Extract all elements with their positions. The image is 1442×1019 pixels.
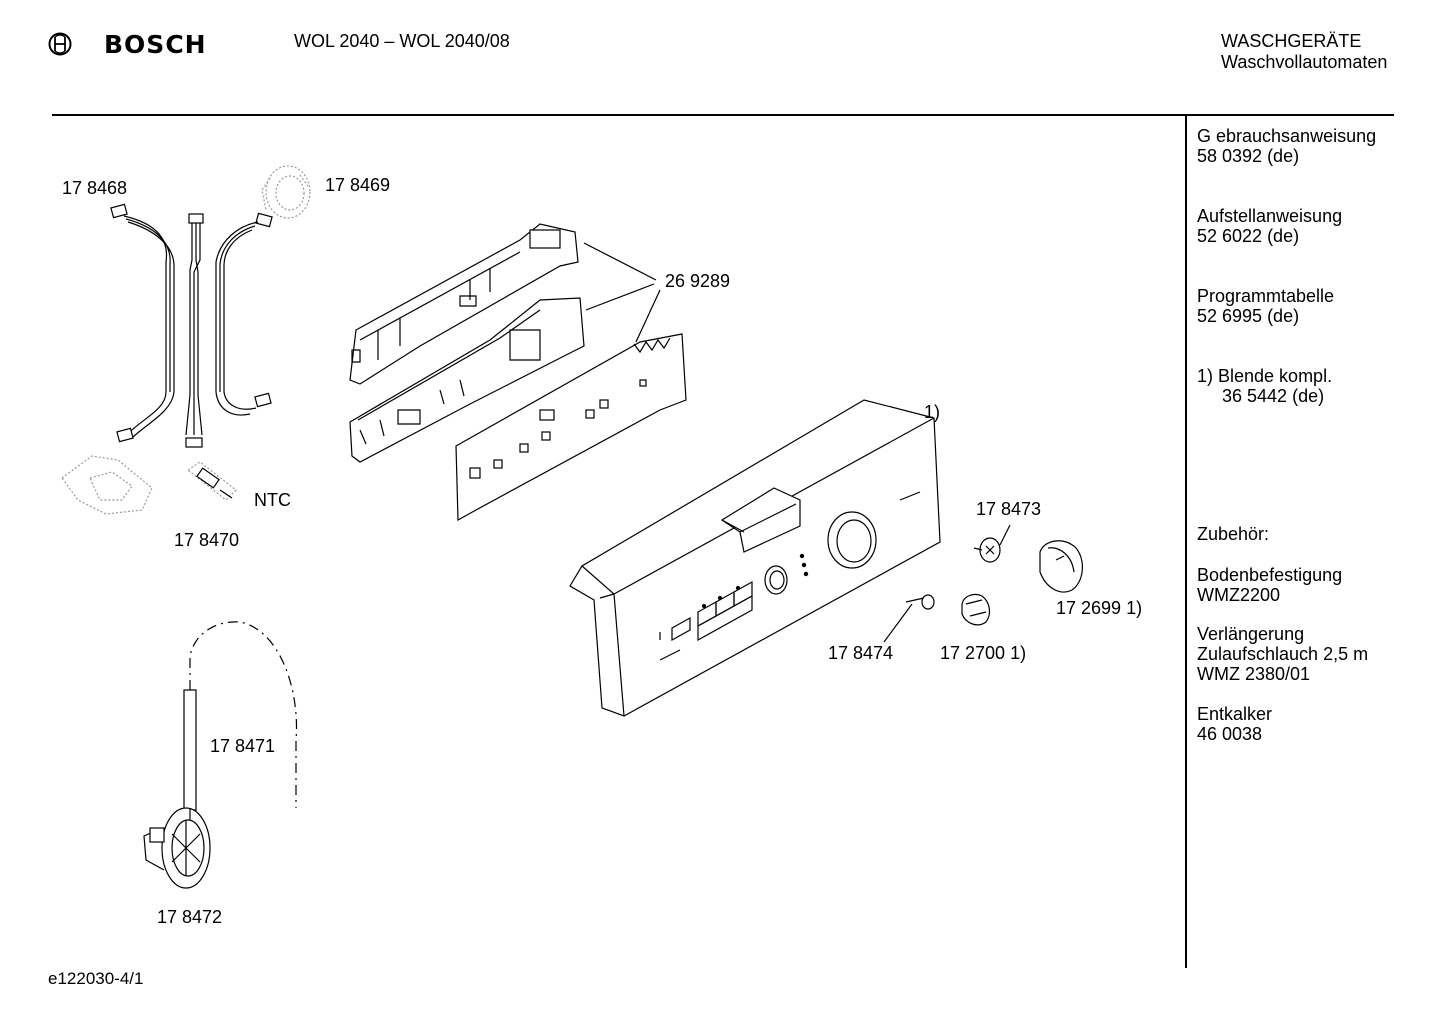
doc-title: 1) Blende kompl. [1197,366,1333,386]
knob-172700 [961,593,991,626]
category-line-1: WASCHGERÄTE [1221,31,1362,51]
doc-installation: Aufstellanweisung 52 6022 (de) [1197,206,1342,246]
accessory-hose-extension: Verlängerung Zulaufschlauch 2,5 m WMZ 23… [1197,624,1368,684]
doc-panel-complete: 1) Blende kompl. 36 5442 (de) [1197,366,1332,406]
header-divider [52,114,1394,116]
doc-number: 58 0392 (de) [1197,146,1300,166]
wiring-harness-left [110,203,175,443]
accessory-line: Entkalker [1197,704,1273,724]
connector-ghost-bottom [61,455,153,515]
brand-name: BOSCH [104,30,207,59]
ntc-sensor [186,461,237,501]
leader-269289-c [635,289,661,343]
part-label-172700: 17 2700 1) [940,643,1027,663]
accessories-heading: Zubehör: [1197,524,1270,544]
accessory-line: 46 0038 [1197,724,1263,744]
part-label-178468: 17 8468 [62,178,128,198]
knob-spindle-178473 [973,524,1011,563]
electronic-module-frame [349,297,585,463]
part-label-172699: 17 2699 1) [1056,598,1143,618]
part-label-178473: 17 8473 [976,499,1042,519]
button-pin-178474 [883,594,935,643]
doc-number: 52 6995 (de) [1197,306,1300,326]
doc-number: 36 5442 (de) [1197,386,1325,406]
part-label-178472: 17 8472 [157,907,223,927]
diagram-code: e122030-4/1 [48,969,144,988]
accessory-floor-mount: Bodenbefestigung WMZ2200 [1197,565,1342,605]
pressure-hose [183,621,298,811]
doc-manual: G ebrauchsanweisung 58 0392 (de) [1197,126,1376,166]
leader-269289-b [585,283,655,311]
accessory-line: WMZ 2380/01 [1197,664,1311,684]
part-label-178474: 17 8474 [828,643,894,663]
bosch-logo-icon [48,32,72,56]
accessory-line: Zulaufschlauch 2,5 m [1197,644,1369,664]
accessory-line: WMZ2200 [1197,585,1281,605]
part-label-ntc: NTC [254,490,291,510]
control-panel [569,399,941,717]
wiring-harness-center [185,213,204,448]
circuit-board [455,333,687,522]
doc-program-table: Programmtabelle 52 6995 (de) [1197,286,1334,326]
part-label-269289: 26 9289 [665,271,731,291]
part-label-178470: 17 8470 [174,530,240,550]
doc-title: Aufstellanweisung [1197,206,1343,226]
part-label-178471: 17 8471 [210,736,276,756]
accessory-descaler: Entkalker 46 0038 [1197,704,1272,744]
electronic-module-cover [349,223,579,385]
pressure-switch-178472 [143,807,211,889]
accessory-line: Verlängerung [1197,624,1305,644]
category-title: WASCHGERÄTE Waschvollautomaten [1221,31,1387,73]
program-knob-172699 [1039,540,1083,593]
doc-number: 52 6022 (de) [1197,226,1300,246]
accessory-line: Bodenbefestigung [1197,565,1343,585]
sidebar-divider [1185,116,1187,968]
category-line-2: Waschvollautomaten [1221,52,1388,72]
wiring-harness-right [215,212,273,416]
part-label-178469: 17 8469 [325,175,391,195]
doc-title: G ebrauchsanweisung [1197,126,1377,146]
connector-ghost-top [261,165,311,219]
doc-title: Programmtabelle [1197,286,1335,306]
leader-269289-a [583,242,657,281]
part-label-note-1: 1) [924,402,941,422]
model-title: WOL 2040 – WOL 2040/08 [294,31,510,51]
